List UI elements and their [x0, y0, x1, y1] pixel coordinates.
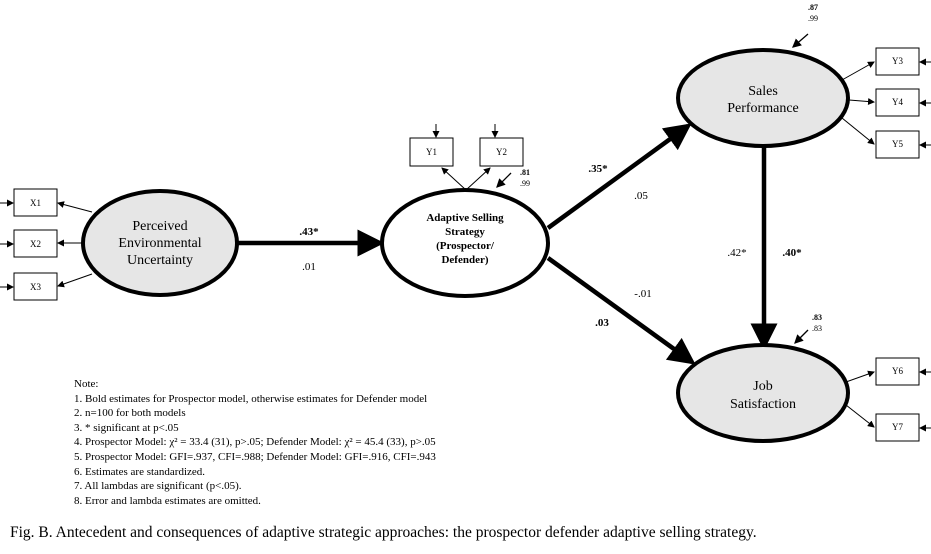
node-perceived-environmental-uncertainty: Perceived Environmental Uncertainty — [81, 189, 239, 297]
disturbance-arrow-js — [794, 329, 809, 344]
indicator-y4-label: Y4 — [892, 97, 903, 107]
note-item: 1. Bold estimates for Prospector model, … — [74, 392, 428, 405]
note-item: 6. Estimates are standardized. — [74, 465, 206, 478]
node-adaptive-selling-strategy: Adaptive Selling Strategy (Prospector/ D… — [380, 188, 550, 298]
ass-label-line-4: Defender) — [441, 254, 488, 266]
indicator-x3-label: X3 — [30, 282, 41, 292]
sp-label-line-1: Sales — [748, 84, 778, 99]
loading-ass-y2 — [465, 167, 491, 191]
note-item: 3. * significant at p<.05 — [74, 421, 179, 434]
error-js-defender: .83 — [812, 324, 822, 333]
indicator-y7-label: Y7 — [892, 422, 903, 432]
js-label-line-1: Job — [753, 379, 772, 394]
loading-sp-y4 — [848, 98, 875, 106]
loading-peu-x1 — [57, 201, 93, 213]
js-label-line-2: Satisfaction — [730, 397, 796, 412]
loading-js-y7 — [845, 404, 875, 428]
disturbance-arrow-ass — [496, 172, 512, 188]
coef-sp-js-defender: .42* — [727, 247, 746, 259]
indicator-y5-label: Y5 — [892, 139, 903, 149]
note-item: 8. Error and lambda estimates are omitte… — [74, 494, 261, 507]
indicator-x1-label: X1 — [30, 198, 41, 208]
loading-ass-y1 — [441, 167, 467, 191]
note-item: 5. Prospector Model: GFI=.937, CFI=.988;… — [74, 450, 436, 463]
indicator-y3: Y3 — [875, 47, 920, 76]
indicator-y4: Y4 — [875, 88, 920, 117]
loading-sp-y3 — [841, 61, 875, 81]
figure-label: Fig. B. — [10, 524, 53, 541]
indicator-y3-label: Y3 — [892, 56, 903, 66]
error-ass-prospector: .81 — [520, 168, 530, 177]
indicator-y7: Y7 — [875, 413, 920, 442]
loading-peu-x3 — [57, 273, 93, 288]
coef-sp-js-prospector: .40* — [782, 247, 802, 259]
loading-sp-y5 — [841, 117, 875, 145]
indicator-x2: X2 — [13, 229, 58, 258]
error-ass-defender: .99 — [520, 179, 530, 188]
notes-block: Note: 1. Bold estimates for Prospector m… — [74, 377, 594, 508]
note-item: 7. All lambdas are significant (p<.05). — [74, 480, 242, 493]
indicator-y6-label: Y6 — [892, 366, 903, 376]
loading-js-y6 — [845, 370, 875, 383]
peu-label-line-1: Perceived — [132, 219, 187, 234]
disturbance-arrow-sp — [792, 33, 809, 48]
node-sales-performance: Sales Performance — [676, 48, 850, 148]
ass-label-line-2: Strategy — [445, 226, 485, 238]
coef-ass-sp-prospector: .35* — [588, 163, 608, 175]
indicator-y2-label: Y2 — [496, 147, 507, 157]
ass-label-line-3: (Prospector/ — [436, 240, 495, 252]
indicator-y1: Y1 — [409, 137, 454, 167]
node-job-satisfaction: Job Satisfaction — [676, 343, 850, 443]
indicator-y2: Y2 — [479, 137, 524, 167]
ass-label-line-1: Adaptive Selling — [426, 212, 504, 224]
coef-ass-js-defender: -.01 — [634, 288, 651, 300]
coef-peu-ass-prospector: .43* — [299, 226, 319, 238]
error-sp-defender: .99 — [808, 14, 818, 23]
peu-label-line-3: Uncertainty — [127, 253, 193, 268]
indicator-y6: Y6 — [875, 357, 920, 386]
indicator-y5: Y5 — [875, 130, 920, 159]
note-item: 2. n=100 for both models — [74, 407, 186, 420]
coef-ass-sp-defender: .05 — [634, 190, 648, 202]
error-sp-prospector: .87 — [808, 3, 818, 12]
error-js-prospector: .83 — [812, 313, 822, 322]
figure-caption: Fig. B. Antecedent and consequences of a… — [10, 524, 925, 542]
sp-label-line-2: Performance — [727, 101, 799, 116]
coef-peu-ass-defender: .01 — [302, 261, 316, 273]
indicator-x1: X1 — [13, 188, 58, 217]
peu-label-line-2: Environmental — [118, 236, 201, 251]
indicator-x2-label: X2 — [30, 239, 41, 249]
indicator-y1-label: Y1 — [426, 147, 437, 157]
path-ass-to-sp — [546, 123, 692, 230]
path-ass-to-js — [546, 256, 696, 365]
note-item: 4. Prospector Model: χ² = 33.4 (31), p>.… — [74, 436, 436, 449]
coef-ass-js-prospector: .03 — [595, 317, 609, 329]
diagram-canvas: X1 X2 X3 Perceived Environmental Uncerta… — [0, 3, 931, 443]
figure-caption-text: Antecedent and consequences of adaptive … — [55, 524, 757, 541]
indicator-x3: X3 — [13, 272, 58, 301]
notes-heading: Note: — [74, 378, 99, 390]
